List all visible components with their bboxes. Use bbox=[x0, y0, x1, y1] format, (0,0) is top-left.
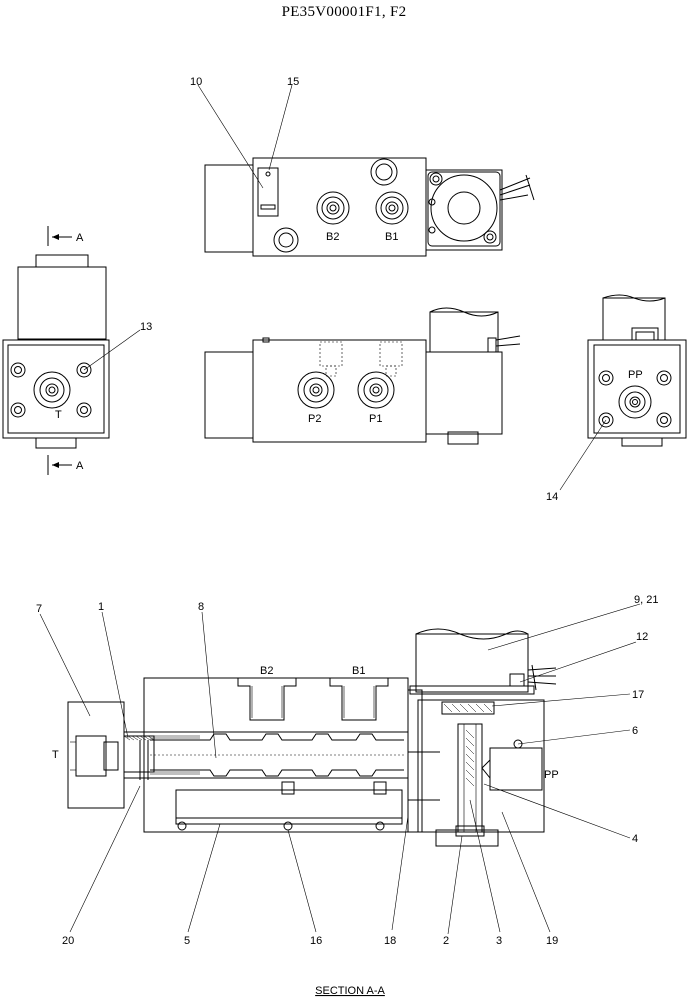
leader-lines-section bbox=[39, 603, 641, 935]
section-marker-letter-top: A bbox=[76, 232, 84, 244]
callout-6: 6 bbox=[632, 725, 638, 737]
valve-front-view bbox=[204, 307, 521, 445]
callout-16: 16 bbox=[310, 935, 322, 947]
port-label-b1-section: B1 bbox=[352, 665, 365, 677]
port-label-b1: B1 bbox=[385, 231, 398, 243]
port-label-p1: P1 bbox=[369, 413, 382, 425]
callout-9-21: 9, 21 bbox=[634, 594, 658, 606]
section-aa-drawing bbox=[67, 628, 557, 847]
port-label-p2: P2 bbox=[308, 413, 321, 425]
valve-right-end-view bbox=[559, 294, 687, 491]
callout-2: 2 bbox=[443, 935, 449, 947]
callout-18: 18 bbox=[384, 935, 396, 947]
callout-19: 19 bbox=[546, 935, 558, 947]
callout-17: 17 bbox=[632, 689, 644, 701]
callout-5: 5 bbox=[184, 935, 190, 947]
callout-7: 7 bbox=[36, 603, 42, 615]
port-label-pp: PP bbox=[628, 369, 643, 381]
callout-12: 12 bbox=[636, 631, 648, 643]
port-label-pp-section: PP bbox=[544, 769, 559, 781]
callout-8: 8 bbox=[198, 601, 204, 613]
valve-top-view bbox=[204, 157, 535, 257]
callout-10: 10 bbox=[190, 76, 202, 88]
callout-13: 13 bbox=[140, 321, 152, 333]
callout-4: 4 bbox=[632, 833, 638, 845]
port-label-b2: B2 bbox=[326, 231, 339, 243]
callout-15: 15 bbox=[287, 76, 299, 88]
section-marker-letter-bottom: A bbox=[76, 460, 84, 472]
port-label-t: T bbox=[55, 409, 62, 421]
drawing-code: PE35V00001F1, F2 bbox=[282, 4, 407, 20]
callout-3: 3 bbox=[496, 935, 502, 947]
port-label-t-section: T bbox=[52, 749, 59, 761]
callout-20: 20 bbox=[62, 935, 74, 947]
callout-1: 1 bbox=[98, 601, 104, 613]
section-title: SECTION A-A bbox=[315, 985, 385, 997]
callout-14: 14 bbox=[546, 491, 558, 503]
port-label-b2-section: B2 bbox=[260, 665, 273, 677]
valve-left-end-view bbox=[2, 226, 141, 475]
leader-lines-top bbox=[197, 84, 293, 189]
